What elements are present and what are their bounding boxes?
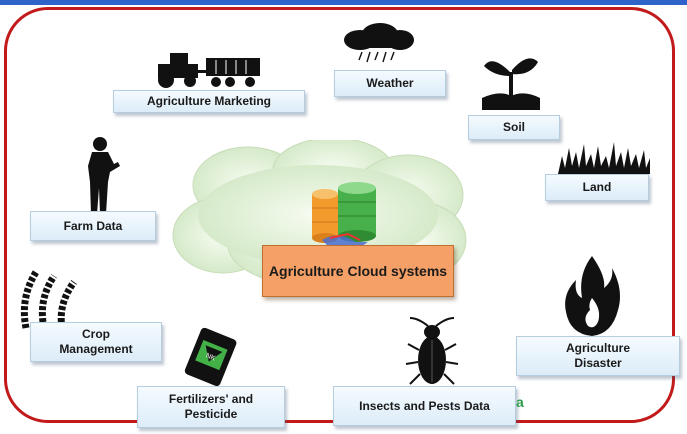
node-fertilizers-text: Fertilizers' and Pesticide xyxy=(168,392,254,421)
node-fertilizers: Fertilizers' and Pesticide xyxy=(137,386,285,428)
node-insects-pests-text: Insects and Pests Data xyxy=(359,398,490,413)
svg-text:NK: NK xyxy=(205,352,217,362)
person-phone-icon xyxy=(88,137,120,214)
node-soil: Soil xyxy=(468,115,560,140)
node-weather: Weather xyxy=(334,70,446,97)
node-agriculture-disaster-text: Agriculture Disaster xyxy=(565,341,630,370)
plant-icon xyxy=(482,58,540,110)
center-label: Agriculture Cloud systems xyxy=(262,245,454,297)
grass-icon xyxy=(558,142,650,174)
node-farm-data: Farm Data xyxy=(30,211,156,241)
node-crop-management: Crop Management xyxy=(30,322,162,362)
node-land-text: Land xyxy=(582,180,612,194)
node-soil-text: Soil xyxy=(502,120,525,134)
rain-cloud-icon xyxy=(344,23,414,63)
crop-rows-icon xyxy=(20,270,77,329)
node-land: Land xyxy=(545,174,649,201)
database-icon xyxy=(312,182,376,246)
node-agriculture-marketing-text: Agriculture Marketing xyxy=(146,94,272,108)
top-accent-bar xyxy=(0,0,687,5)
node-agriculture-disaster: Agriculture Disaster xyxy=(516,336,680,376)
beetle-icon xyxy=(405,317,459,385)
node-agriculture-marketing: Agriculture Marketing xyxy=(113,90,305,113)
node-crop-management-text: Crop Management xyxy=(59,327,133,356)
center-label-text: Agriculture Cloud systems xyxy=(268,262,448,279)
tractor-icon xyxy=(158,53,260,88)
stray-glyph: a xyxy=(516,394,524,410)
node-insects-pests: Insects and Pests Data xyxy=(333,386,516,426)
node-weather-text: Weather xyxy=(366,76,414,90)
fire-icon xyxy=(565,256,620,336)
fertilizer-bag-icon: NK xyxy=(184,327,237,386)
node-farm-data-text: Farm Data xyxy=(63,218,123,233)
